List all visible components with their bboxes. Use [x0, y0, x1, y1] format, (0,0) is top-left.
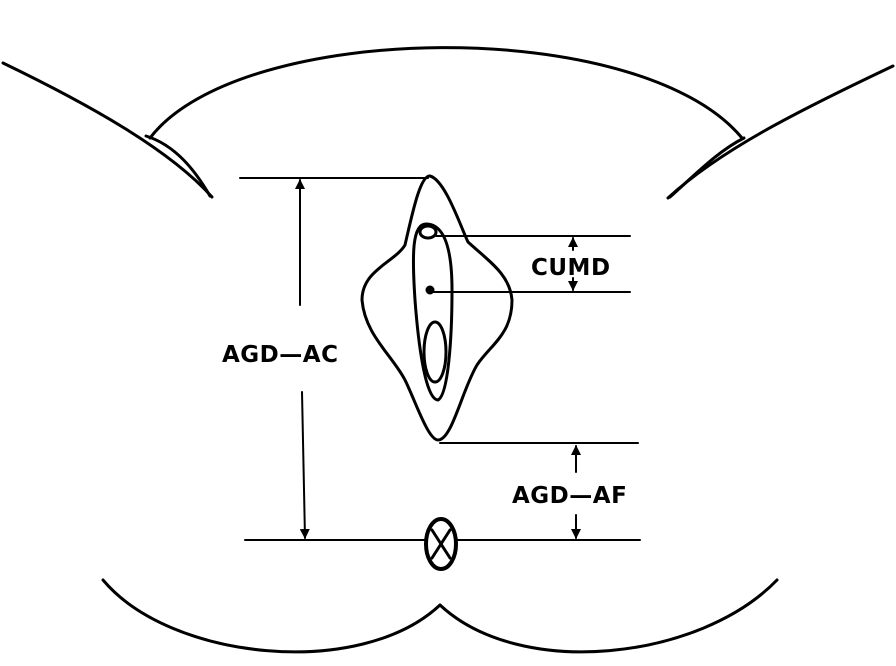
agd-ac-label: AGD—AC	[222, 342, 338, 368]
vaginal-opening	[422, 320, 448, 384]
agd-af-label: AGD—AF	[512, 483, 627, 509]
abdomen-curve	[148, 46, 744, 140]
labia-majora-outline	[360, 174, 514, 442]
clitoris	[418, 224, 438, 240]
agd-ac-lower-arrow	[299, 391, 310, 539]
labia-minora-outline	[411, 222, 454, 402]
buttocks-curve	[101, 578, 779, 654]
left-inner-thigh-line	[144, 134, 212, 198]
right-inner-thigh-line	[668, 136, 746, 199]
left-thigh-curve	[1, 61, 214, 199]
circled-x-icon	[424, 517, 458, 571]
right-thigh-curve	[666, 64, 895, 200]
urethral-meatus	[425, 285, 435, 295]
cumd-label: CUMD	[531, 255, 611, 281]
